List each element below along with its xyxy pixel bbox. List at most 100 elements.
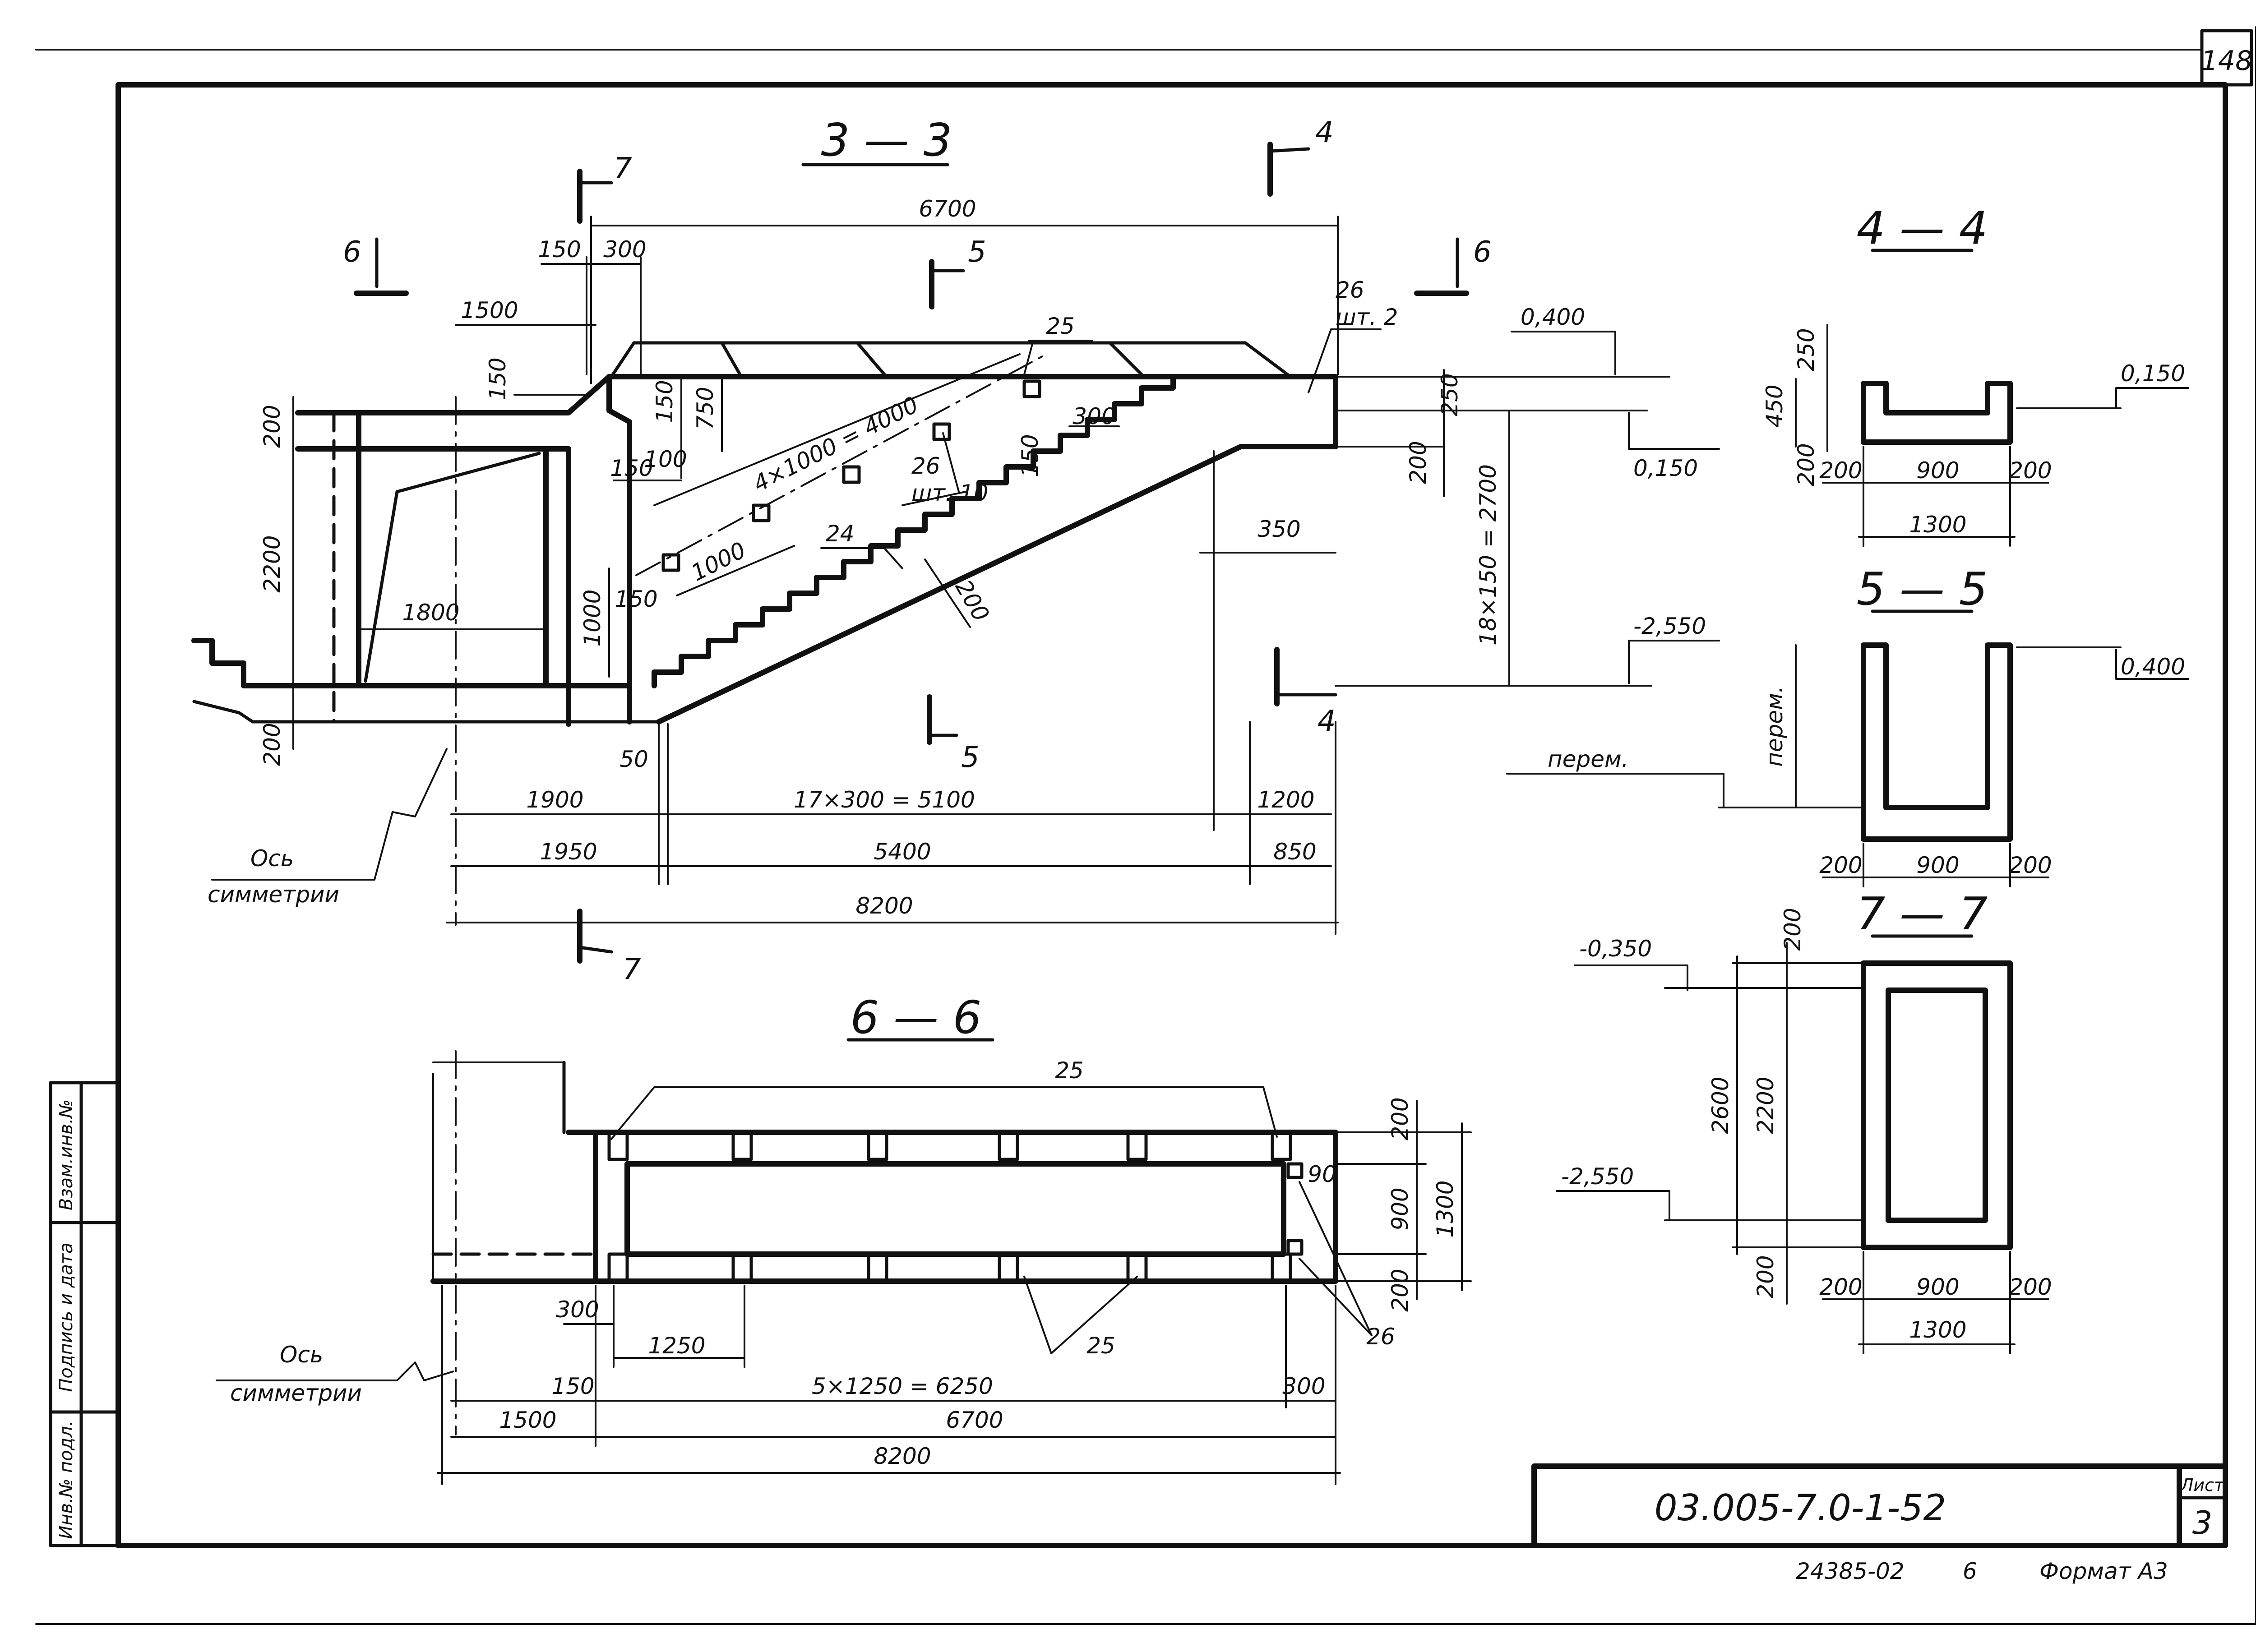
- label-66-26: 26: [1366, 1324, 1395, 1350]
- axis-66-label-1: Ось: [280, 1342, 323, 1368]
- section-7-7-title: 7 — 7: [1857, 887, 1988, 940]
- dim-1500-top: 1500: [461, 297, 518, 323]
- label-66-25-bottom: 25: [1086, 1333, 1115, 1359]
- dim-6700: 6700: [919, 196, 976, 222]
- section-5-5-title: 5 — 5: [1857, 563, 1988, 615]
- cut-4-top: 4: [1315, 116, 1334, 149]
- cut-7-top: 7: [614, 152, 632, 185]
- label-26-mid: 26: [911, 453, 940, 479]
- axis-label-2: симметрии: [208, 881, 339, 908]
- dim-77-900: 900: [1916, 1274, 1959, 1300]
- dim-66-150: 150: [551, 1373, 594, 1399]
- dim-750: 750: [692, 387, 718, 429]
- dim-1950: 1950: [540, 839, 597, 865]
- section-6-6: 6 — 6 25: [216, 991, 1472, 1485]
- level-55-0400: 0,400: [2121, 654, 2185, 680]
- dim-77-200-r: 200: [2009, 1274, 2052, 1300]
- section-6-6-title: 6 — 6: [851, 991, 982, 1044]
- label-55-var: перем.: [1761, 686, 1788, 767]
- dim-850: 850: [1273, 839, 1316, 865]
- axis-label-1: Ось: [250, 845, 294, 872]
- dim-77-1300: 1300: [1909, 1317, 1966, 1343]
- cut-5-top: 5: [968, 235, 986, 269]
- dim-66-6700: 6700: [946, 1407, 1003, 1433]
- dim-66-900: 900: [1387, 1187, 1413, 1230]
- section-4-4-dimensions: 250 450 200 200 900 200 1300 0,150: [1761, 324, 2189, 547]
- stamp-replace-inv: Взам.инв.№: [56, 1099, 77, 1210]
- dim-1900: 1900: [526, 787, 583, 813]
- dim-250-right: 250: [1437, 373, 1463, 416]
- label-66-25-top: 25: [1055, 1057, 1084, 1084]
- dim-200-right: 200: [1405, 441, 1431, 484]
- section-5-5: 5 — 5 0,400 перем. перем. 200 900 200: [1506, 563, 2189, 887]
- dim-1000: 1000: [687, 537, 750, 586]
- dim-66-5x1250: 5×1250 = 6250: [812, 1373, 993, 1399]
- plan-structure: [430, 1050, 1338, 1435]
- dim-44-900: 900: [1916, 457, 1959, 484]
- section-4-4-title: 4 — 4: [1857, 202, 1988, 254]
- section-4-4: 4 — 4 250 450 200 200 900 200 1300 0,150: [1761, 202, 2189, 547]
- dim-150-left-mid: 150: [615, 586, 657, 612]
- dim-66-1500: 1500: [499, 1407, 556, 1433]
- dim-8200: 8200: [855, 893, 913, 919]
- dim-44-1300: 1300: [1909, 512, 1966, 538]
- section-7-7-dimensions: -0,350 -2,550 200 2600 2200 200 200 900 …: [1556, 908, 2052, 1354]
- dim-4x1000: 4×1000 = 4000: [749, 392, 922, 497]
- sheet-label: Лист: [2180, 1475, 2225, 1495]
- section-6-6-dimensions: 25 200 90 900 1300 200 300 1250 25 26 15…: [216, 1057, 1472, 1485]
- dim-66-300-l: 300: [556, 1297, 599, 1323]
- dim-55-200-l: 200: [1819, 852, 1862, 878]
- sheet-number: 3: [2192, 1504, 2213, 1541]
- cut-7-bottom: 7: [623, 953, 641, 986]
- archive-code: 24385-02: [1796, 1558, 1905, 1584]
- dim-18x150: 18×150 = 2700: [1475, 464, 1501, 646]
- dim-100: 100: [644, 446, 687, 472]
- dim-77-2600: 2600: [1707, 1076, 1734, 1134]
- dim-66-1250: 1250: [648, 1333, 705, 1359]
- label-26-qty: шт. 2: [1336, 304, 1398, 330]
- stamp-orig-inv: Инв.№ подл.: [56, 1420, 77, 1539]
- level-0400: 0,400: [1521, 304, 1585, 330]
- dim-5400: 5400: [874, 839, 931, 865]
- section-3-3-dimensions: 6700 150 300 1500 150 150 750 25 26 шт. …: [208, 196, 1720, 935]
- dim-66-200-bottom: 200: [1387, 1269, 1413, 1311]
- sheet-frame: 148 Взам.инв.№ Подпись и дата Инв.№ подл…: [35, 26, 2256, 1625]
- axis-66-label-2: симметрии: [230, 1380, 362, 1406]
- dim-50: 50: [619, 746, 648, 772]
- cut-markers: 7 7 6 6 5 5 4 4: [343, 116, 1492, 986]
- label-26-top: 26: [1336, 277, 1364, 303]
- dim-17x300: 17×300 = 5100: [794, 787, 975, 813]
- dim-77-2200: 2200: [1752, 1076, 1779, 1134]
- dim-150-left: 150: [610, 455, 653, 481]
- dim-55-200-r: 200: [2009, 852, 2052, 878]
- section-5-5-dimensions: 0,400 перем. перем. 200 900 200: [1506, 644, 2189, 887]
- archive-number: 6: [1963, 1558, 1977, 1584]
- section-3-3-title: 3 — 3: [821, 114, 952, 166]
- dim-55-900: 900: [1916, 852, 1959, 878]
- level-44-0150: 0,150: [2121, 360, 2185, 387]
- dim-300-step: 300: [1073, 403, 1115, 429]
- dim-300-top: 300: [603, 236, 646, 263]
- section-3-3: 3 — 3: [191, 114, 1720, 986]
- dim-200-left-top: 200: [259, 405, 285, 448]
- dim-2200: 2200: [259, 535, 285, 592]
- dim-1800: 1800: [402, 600, 459, 626]
- level-minus-2550: -2,550: [1633, 613, 1706, 639]
- label-55-var-2: перем.: [1548, 746, 1629, 772]
- dim-77-200-l: 200: [1819, 1274, 1862, 1300]
- level-77-minus-0350: -0,350: [1579, 936, 1652, 962]
- stamp-signature-date: Подпись и дата: [56, 1242, 77, 1392]
- dim-77-200-bottom: 200: [1752, 1255, 1779, 1298]
- dim-44-200-l: 200: [1819, 457, 1862, 484]
- section-7-7: 7 — 7 -0,350 -2,550 200 2600 2200 200 20…: [1556, 887, 2052, 1354]
- stair-structure: [191, 341, 1338, 926]
- paper-format: Формат А3: [2039, 1558, 2168, 1584]
- level-77-minus-2550: -2,550: [1561, 1163, 1634, 1190]
- dim-44-250: 250: [1793, 328, 1819, 371]
- cut-5-bottom: 5: [961, 741, 980, 774]
- dim-66-300-r: 300: [1282, 1373, 1325, 1399]
- page-number: 148: [2201, 45, 2253, 77]
- dim-66-1300: 1300: [1432, 1180, 1458, 1237]
- dim-150-step: 150: [1017, 434, 1043, 477]
